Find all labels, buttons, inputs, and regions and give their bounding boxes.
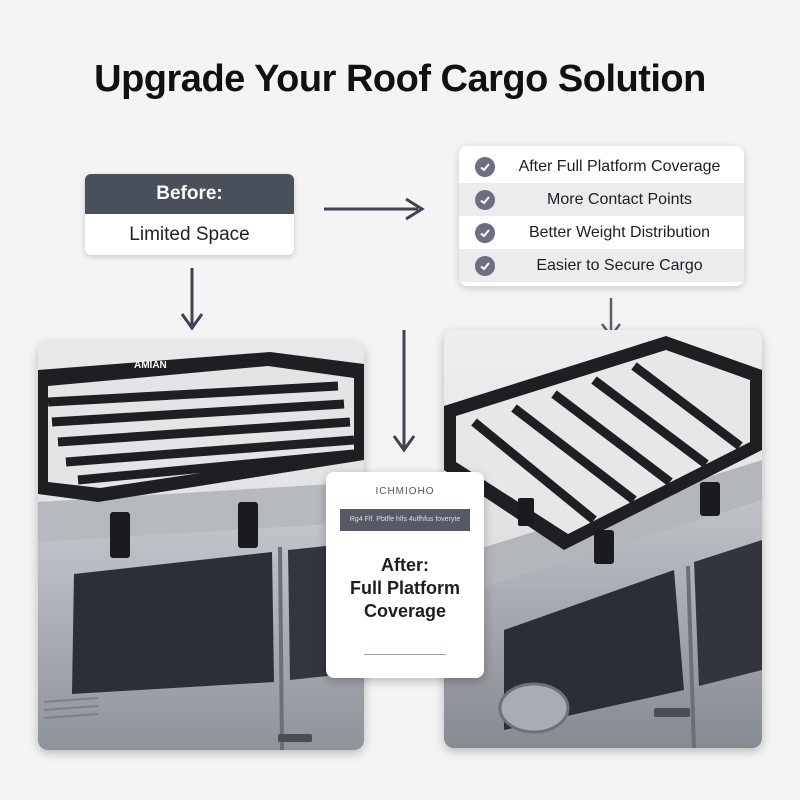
page-title: Upgrade Your Roof Cargo Solution [94, 58, 706, 100]
benefits-checklist: After Full Platform Coverage More Contac… [459, 146, 744, 286]
roof-rack-graphic: AMIAN [38, 352, 364, 558]
after-line-3: Coverage [363, 601, 447, 621]
arrow-right-icon [324, 197, 425, 221]
before-header: Before: [85, 174, 294, 214]
checklist-item-label: After Full Platform Coverage [518, 157, 721, 175]
after-line-2: Full Platform [349, 578, 460, 598]
rack-brand-label: AMIAN [134, 360, 167, 371]
after-card-logo: ICHMIOHO [375, 486, 435, 497]
roof-rack-graphic [444, 336, 762, 564]
divider [364, 654, 446, 655]
after-card: ICHMIOHO Rg4 Flf. Pbtlfe hlfs 4ulfhfus f… [326, 472, 484, 678]
checklist-item: More Contact Points [459, 183, 744, 216]
before-card: Before: Limited Space [85, 174, 294, 255]
checklist-item-label: More Contact Points [547, 190, 692, 208]
checklist-item: Better Weight Distribution [459, 216, 744, 249]
check-circle-icon [475, 222, 495, 243]
after-card-text: After: Full Platform Coverage [326, 554, 484, 623]
check-circle-icon [475, 255, 495, 276]
before-rack-photo: AMIAN [38, 342, 364, 750]
after-line-1: After: [381, 555, 429, 575]
arrow-down-icon [180, 268, 204, 331]
arrow-down-icon [392, 330, 416, 453]
checklist-item-label: Better Weight Distribution [528, 223, 711, 241]
check-circle-icon [475, 156, 495, 177]
checklist-item: Easier to Secure Cargo [459, 249, 744, 282]
checklist-item-label: Easier to Secure Cargo [536, 256, 703, 274]
after-rack-photo [444, 330, 762, 748]
after-card-strip: Rg4 Flf. Pbtlfe hlfs 4ulfhfus foveryte [340, 509, 470, 531]
before-body: Limited Space [129, 224, 250, 245]
check-circle-icon [475, 189, 495, 210]
checklist-item: After Full Platform Coverage [459, 150, 744, 183]
